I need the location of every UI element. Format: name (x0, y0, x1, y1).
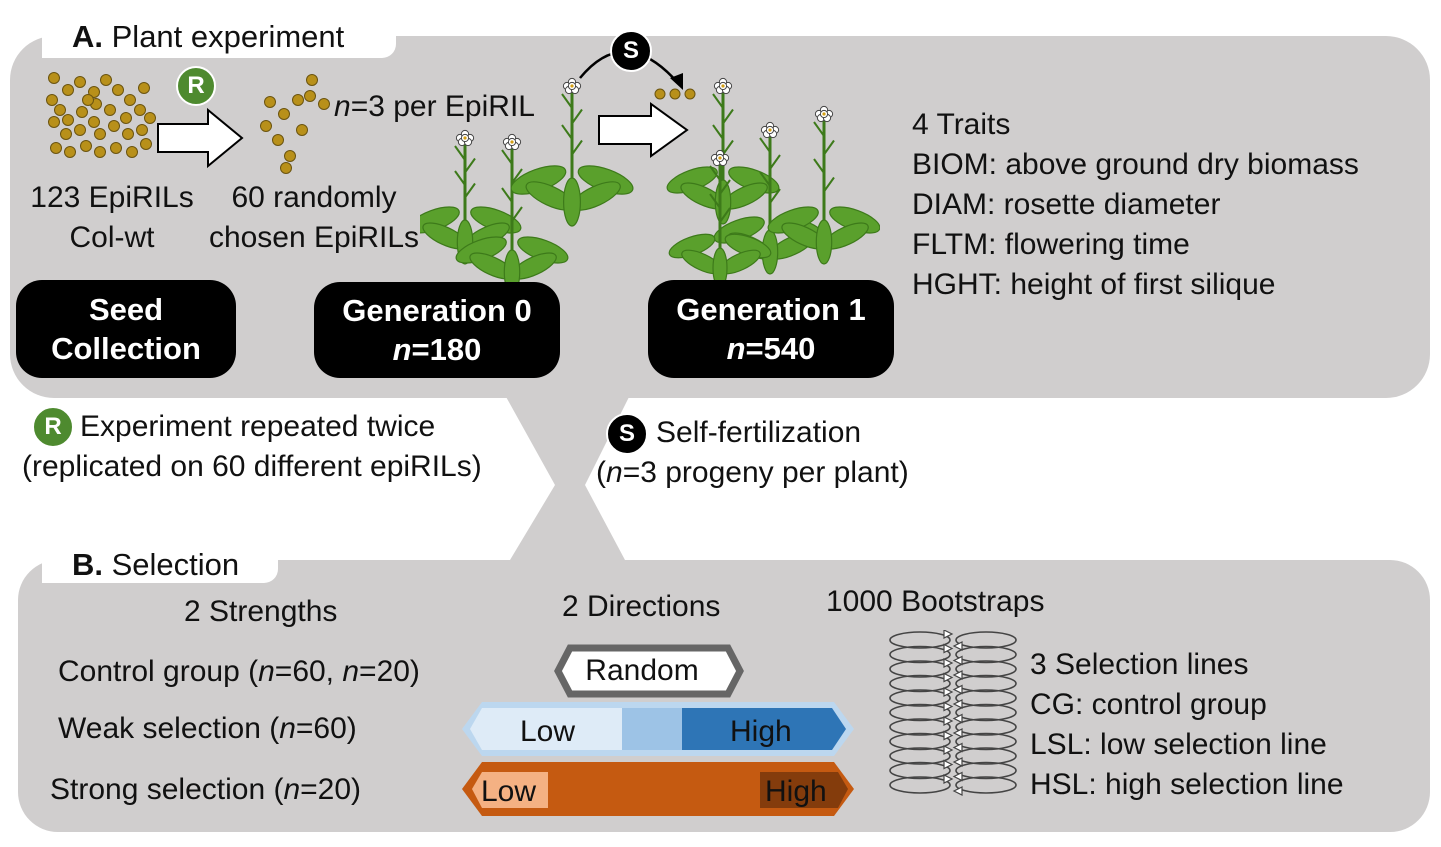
weak-selection-label: Weak selection (n=60) (58, 712, 357, 745)
strong-selection-label: Strong selection (n=20) (50, 773, 362, 806)
line-hsl: HSL: high selection line (1030, 768, 1344, 801)
bootstraps-title: 1000 Bootstraps (826, 585, 1045, 618)
self-line-2: (n=3 progeny per plant) (596, 456, 909, 489)
strengths-title: 2 Strengths (184, 595, 338, 628)
seed-illustration (46, 72, 330, 174)
trait-hght: HGHT: height of first silique (912, 268, 1276, 301)
control-group-label: Control group (n=60, n=20) (58, 655, 420, 688)
trait-diam: DIAM: rosette diameter (912, 188, 1221, 221)
replicate-badge-icon: R (32, 406, 74, 448)
strong-high-label: High (765, 775, 827, 808)
random-label: Random (585, 654, 699, 687)
weak-low-label: Low (520, 715, 576, 748)
trait-fltm: FLTM: flowering time (912, 228, 1190, 261)
panel-a-title: A. Plant experiment (72, 19, 345, 54)
generation-1-box: Generation 1 n=540 (648, 280, 894, 378)
line-lsl: LSL: low selection line (1030, 728, 1327, 761)
plant-illustrations (420, 77, 880, 295)
self-line-1: Self-fertilization (656, 416, 862, 449)
strong-low-label: Low (481, 775, 537, 808)
arrow-right-icon (157, 107, 244, 169)
progeny-arrow (598, 88, 696, 158)
seed-collection-box: Seed Collection (16, 280, 236, 378)
replicate-badge-icon: R (176, 66, 216, 106)
line-cg: CG: control group (1030, 688, 1267, 721)
chosen-label: 60 randomly chosen EpiRILs (208, 181, 420, 254)
traits-title: 4 Traits (912, 108, 1011, 141)
n-per-epiril-label: n=3 per EpiRIL (334, 90, 535, 123)
bootstrap-coil-icon (889, 630, 1017, 796)
generation-0-box: Generation 0 n=180 (314, 282, 560, 378)
random-shape (554, 644, 744, 698)
weak-high-label: High (730, 715, 792, 748)
repeat-line-1: Experiment repeated twice (80, 410, 436, 443)
arrow-right-icon (598, 102, 689, 158)
directions-title: 2 Directions (562, 590, 721, 623)
weak-selection-bar (462, 702, 854, 756)
trait-biom: BIOM: above ground dry biomass (912, 148, 1359, 181)
panel-a-tab (42, 16, 396, 58)
seeds-label: 123 EpiRILs Col-wt (30, 181, 194, 254)
panel-b-title: B. Selection (72, 547, 240, 582)
panel-b-tab (42, 541, 278, 583)
self-badge-icon: S (606, 413, 648, 455)
repeat-line-2: (replicated on 60 different epiRILs) (22, 450, 482, 483)
selection-lines-title: 3 Selection lines (1030, 648, 1249, 681)
panel-connector (505, 395, 630, 560)
strong-selection-bar (462, 762, 854, 816)
self-badge-icon: S (610, 30, 652, 72)
